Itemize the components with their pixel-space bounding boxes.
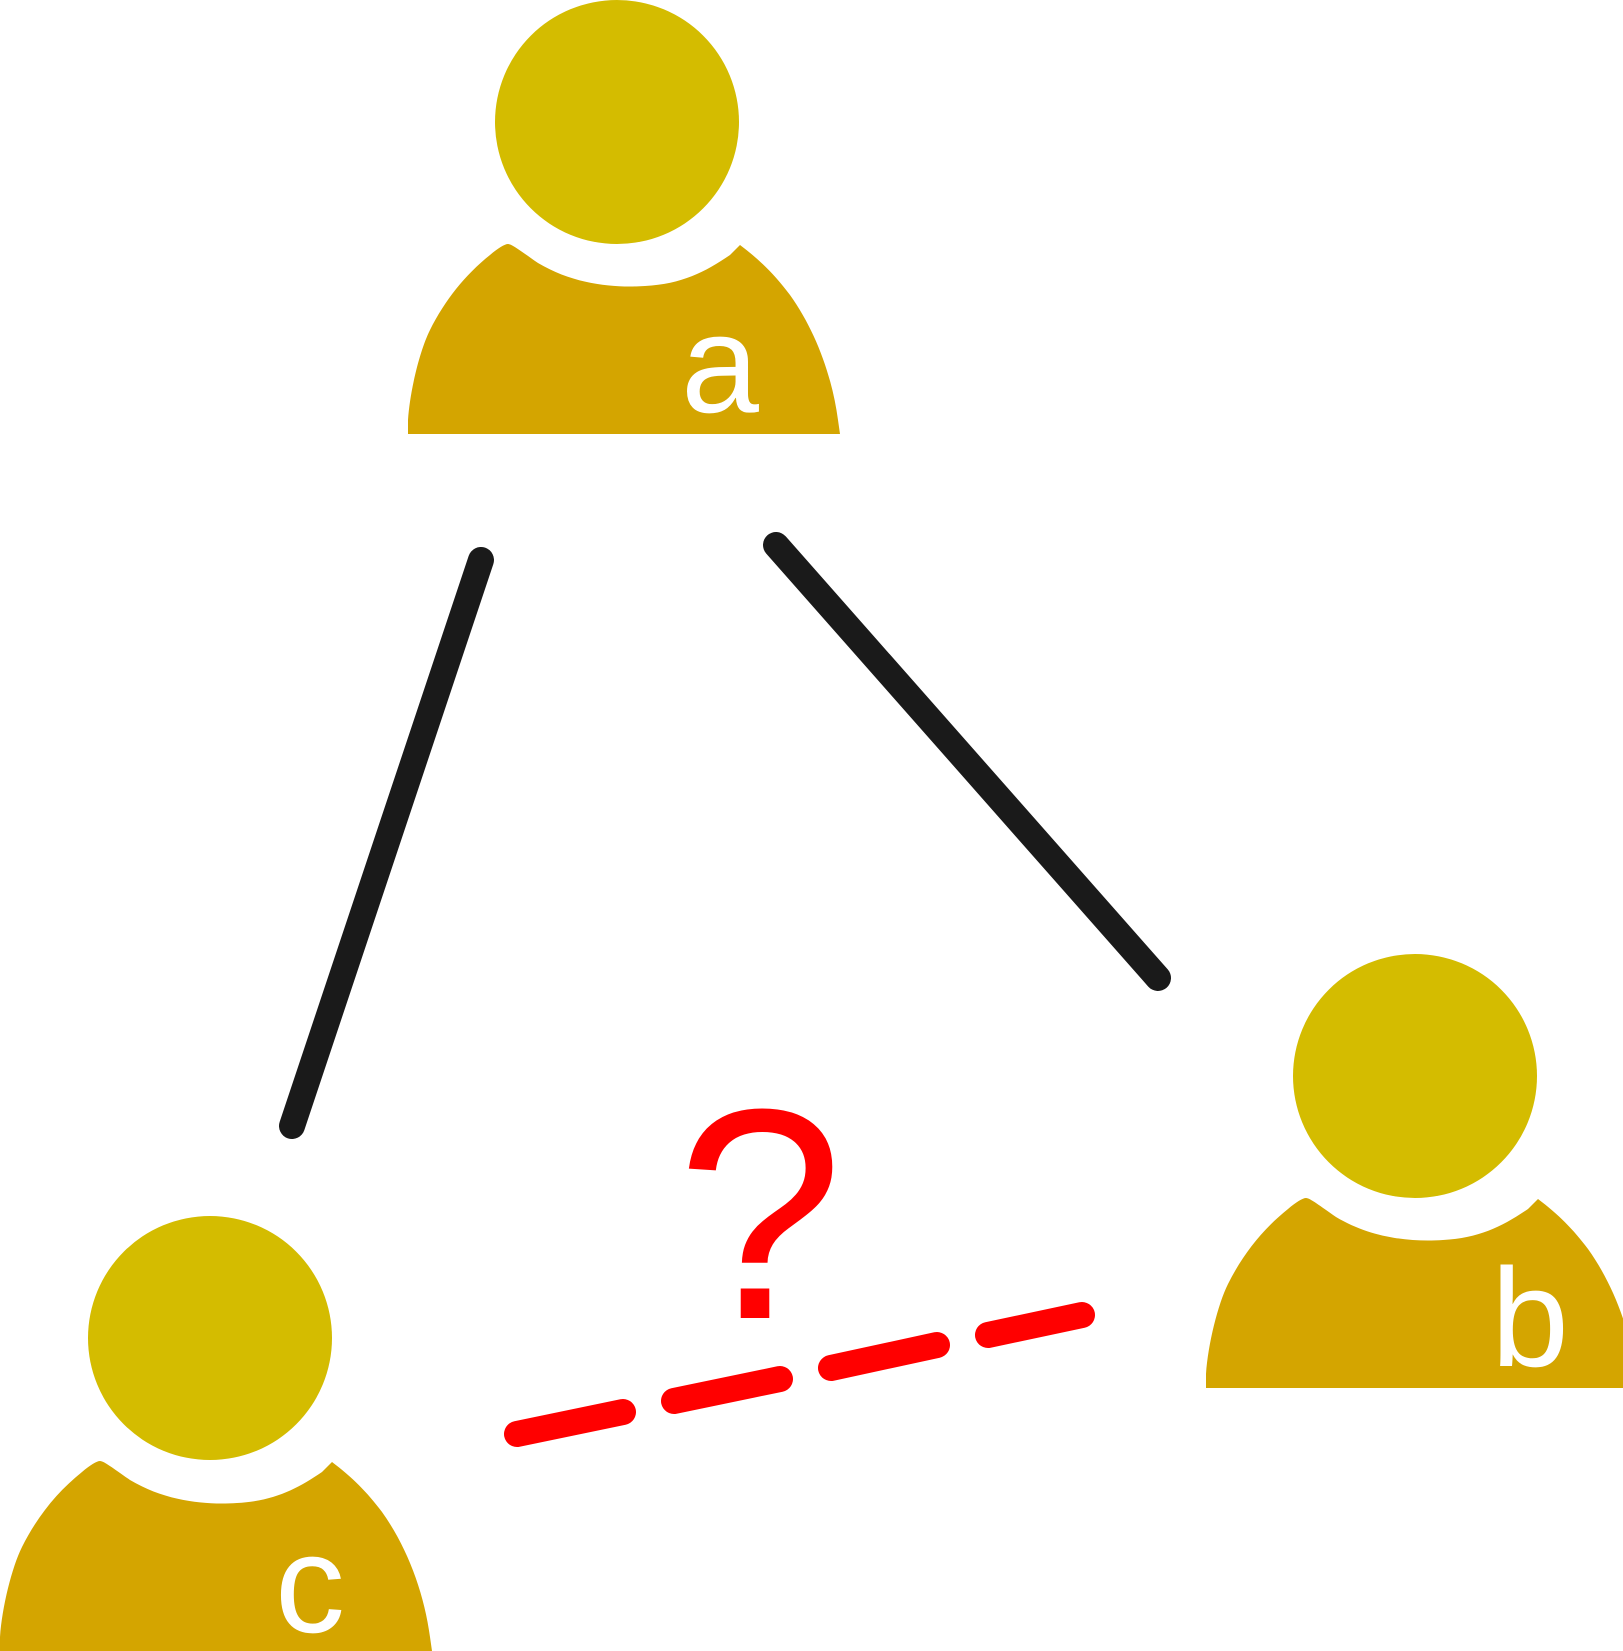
person-head: [1293, 954, 1537, 1198]
question-mark: ?: [677, 1046, 844, 1382]
dash-segment: [504, 1399, 636, 1447]
person-body: [1206, 1198, 1623, 1388]
person-body: [408, 244, 840, 434]
person-head: [88, 1216, 332, 1460]
person-c: c: [0, 1216, 432, 1651]
person-label: c: [275, 1505, 345, 1651]
dash-segment: [661, 1366, 793, 1414]
person-a: a: [408, 0, 840, 442]
person-b: b: [1206, 954, 1623, 1396]
person-label: b: [1491, 1239, 1569, 1396]
edge-c-b-dashed: [504, 1302, 1095, 1447]
edge-a-c: [279, 547, 494, 1139]
person-label: a: [681, 285, 759, 442]
dash-segment: [975, 1302, 1095, 1348]
person-body: [0, 1461, 432, 1651]
person-head: [495, 0, 739, 244]
edge-a-b: [763, 532, 1171, 991]
dash-segment: [818, 1332, 950, 1381]
